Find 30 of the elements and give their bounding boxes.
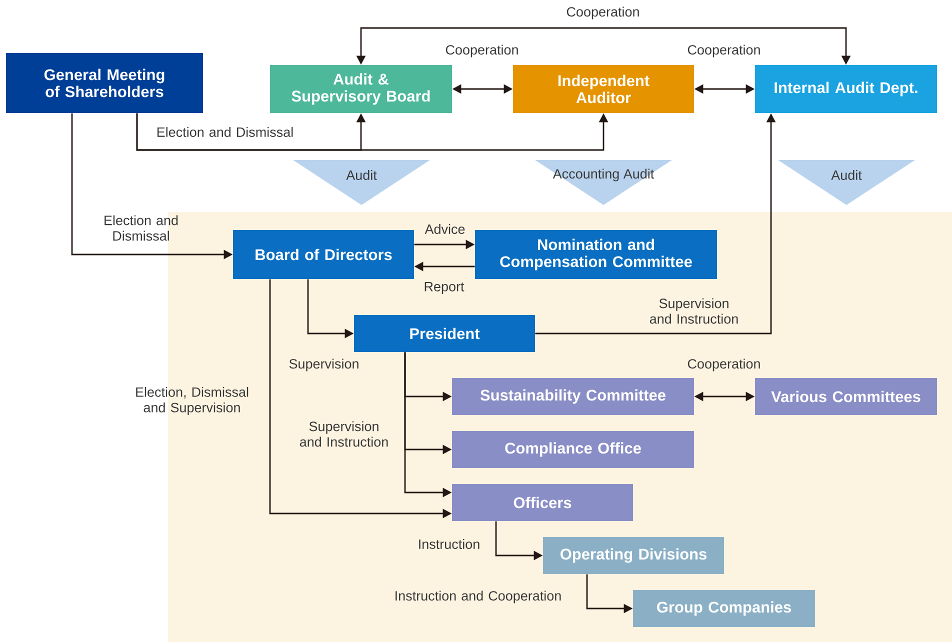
audit-triangle: Audit <box>778 160 916 205</box>
audit-triangle: Accounting Audit <box>535 160 672 205</box>
process-box: Various Committees <box>755 378 938 415</box>
process-box: General Meeting of Shareholders <box>6 53 203 113</box>
process-box: Nomination and Compensation Committee <box>475 230 718 279</box>
process-box: Board of Directors <box>233 230 414 279</box>
edge-label: Cooperation <box>688 358 760 372</box>
process-box: Sustainability Committee <box>452 378 694 415</box>
process-box: Officers <box>452 484 633 521</box>
edge-label: Election and Dismissal <box>157 127 293 137</box>
process-box: President <box>354 315 535 352</box>
process-box: Compliance Office <box>452 431 694 468</box>
process-box: Operating Divisions <box>543 537 724 574</box>
process-box: Independent Auditor <box>513 65 694 113</box>
process-box: Internal Audit Dept. <box>755 65 938 113</box>
process-box: Group Companies <box>633 590 815 627</box>
process-box: Audit & Supervisory Board <box>270 65 452 113</box>
audit-triangle: Audit <box>293 160 430 205</box>
edge-label: Report <box>424 282 464 294</box>
edge-label: Supervision and Instruction <box>300 421 388 447</box>
edge-label: Cooperation <box>688 44 760 58</box>
edge-label: Instruction <box>419 539 480 549</box>
edge-label: Advice <box>424 224 465 234</box>
edge-label: Instruction and Cooperation <box>396 590 561 604</box>
edge-label: Cooperation <box>446 44 518 58</box>
edge-label: Cooperation <box>566 6 639 20</box>
edge-label: Election, Dismissal and Supervision <box>136 386 248 416</box>
edge-label: Supervision and Instruction <box>650 298 738 324</box>
edge-label: Election and Dismissal <box>104 215 178 241</box>
edge-label: Supervision <box>289 358 358 372</box>
